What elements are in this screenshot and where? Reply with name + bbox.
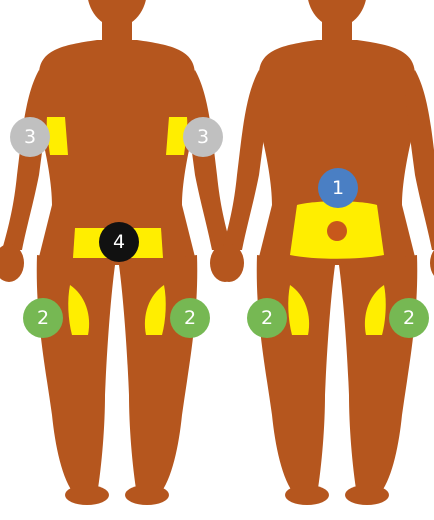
badge-1-front-abdomen: 1 — [318, 168, 358, 208]
badge-2-back-thigh-left: 2 — [23, 298, 63, 338]
badge-label: 2 — [37, 307, 49, 329]
badge-4-back-buttock: 4 — [99, 222, 139, 262]
badge-2-back-thigh-right: 2 — [170, 298, 210, 338]
badge-2-front-thigh-left: 2 — [247, 298, 287, 338]
front-view-figure — [214, 0, 434, 505]
badge-label: 3 — [24, 126, 36, 148]
navel-marker — [327, 221, 347, 241]
badge-label: 3 — [197, 126, 209, 148]
badge-2-front-thigh-right: 2 — [389, 298, 429, 338]
badge-3-back-arm-right: 3 — [183, 117, 223, 157]
badge-label: 2 — [184, 307, 196, 329]
badge-label: 2 — [261, 307, 273, 329]
badge-label: 4 — [113, 231, 125, 253]
badge-label: 1 — [332, 177, 344, 199]
badge-3-back-arm-left: 3 — [10, 117, 50, 157]
badge-label: 2 — [403, 307, 415, 329]
